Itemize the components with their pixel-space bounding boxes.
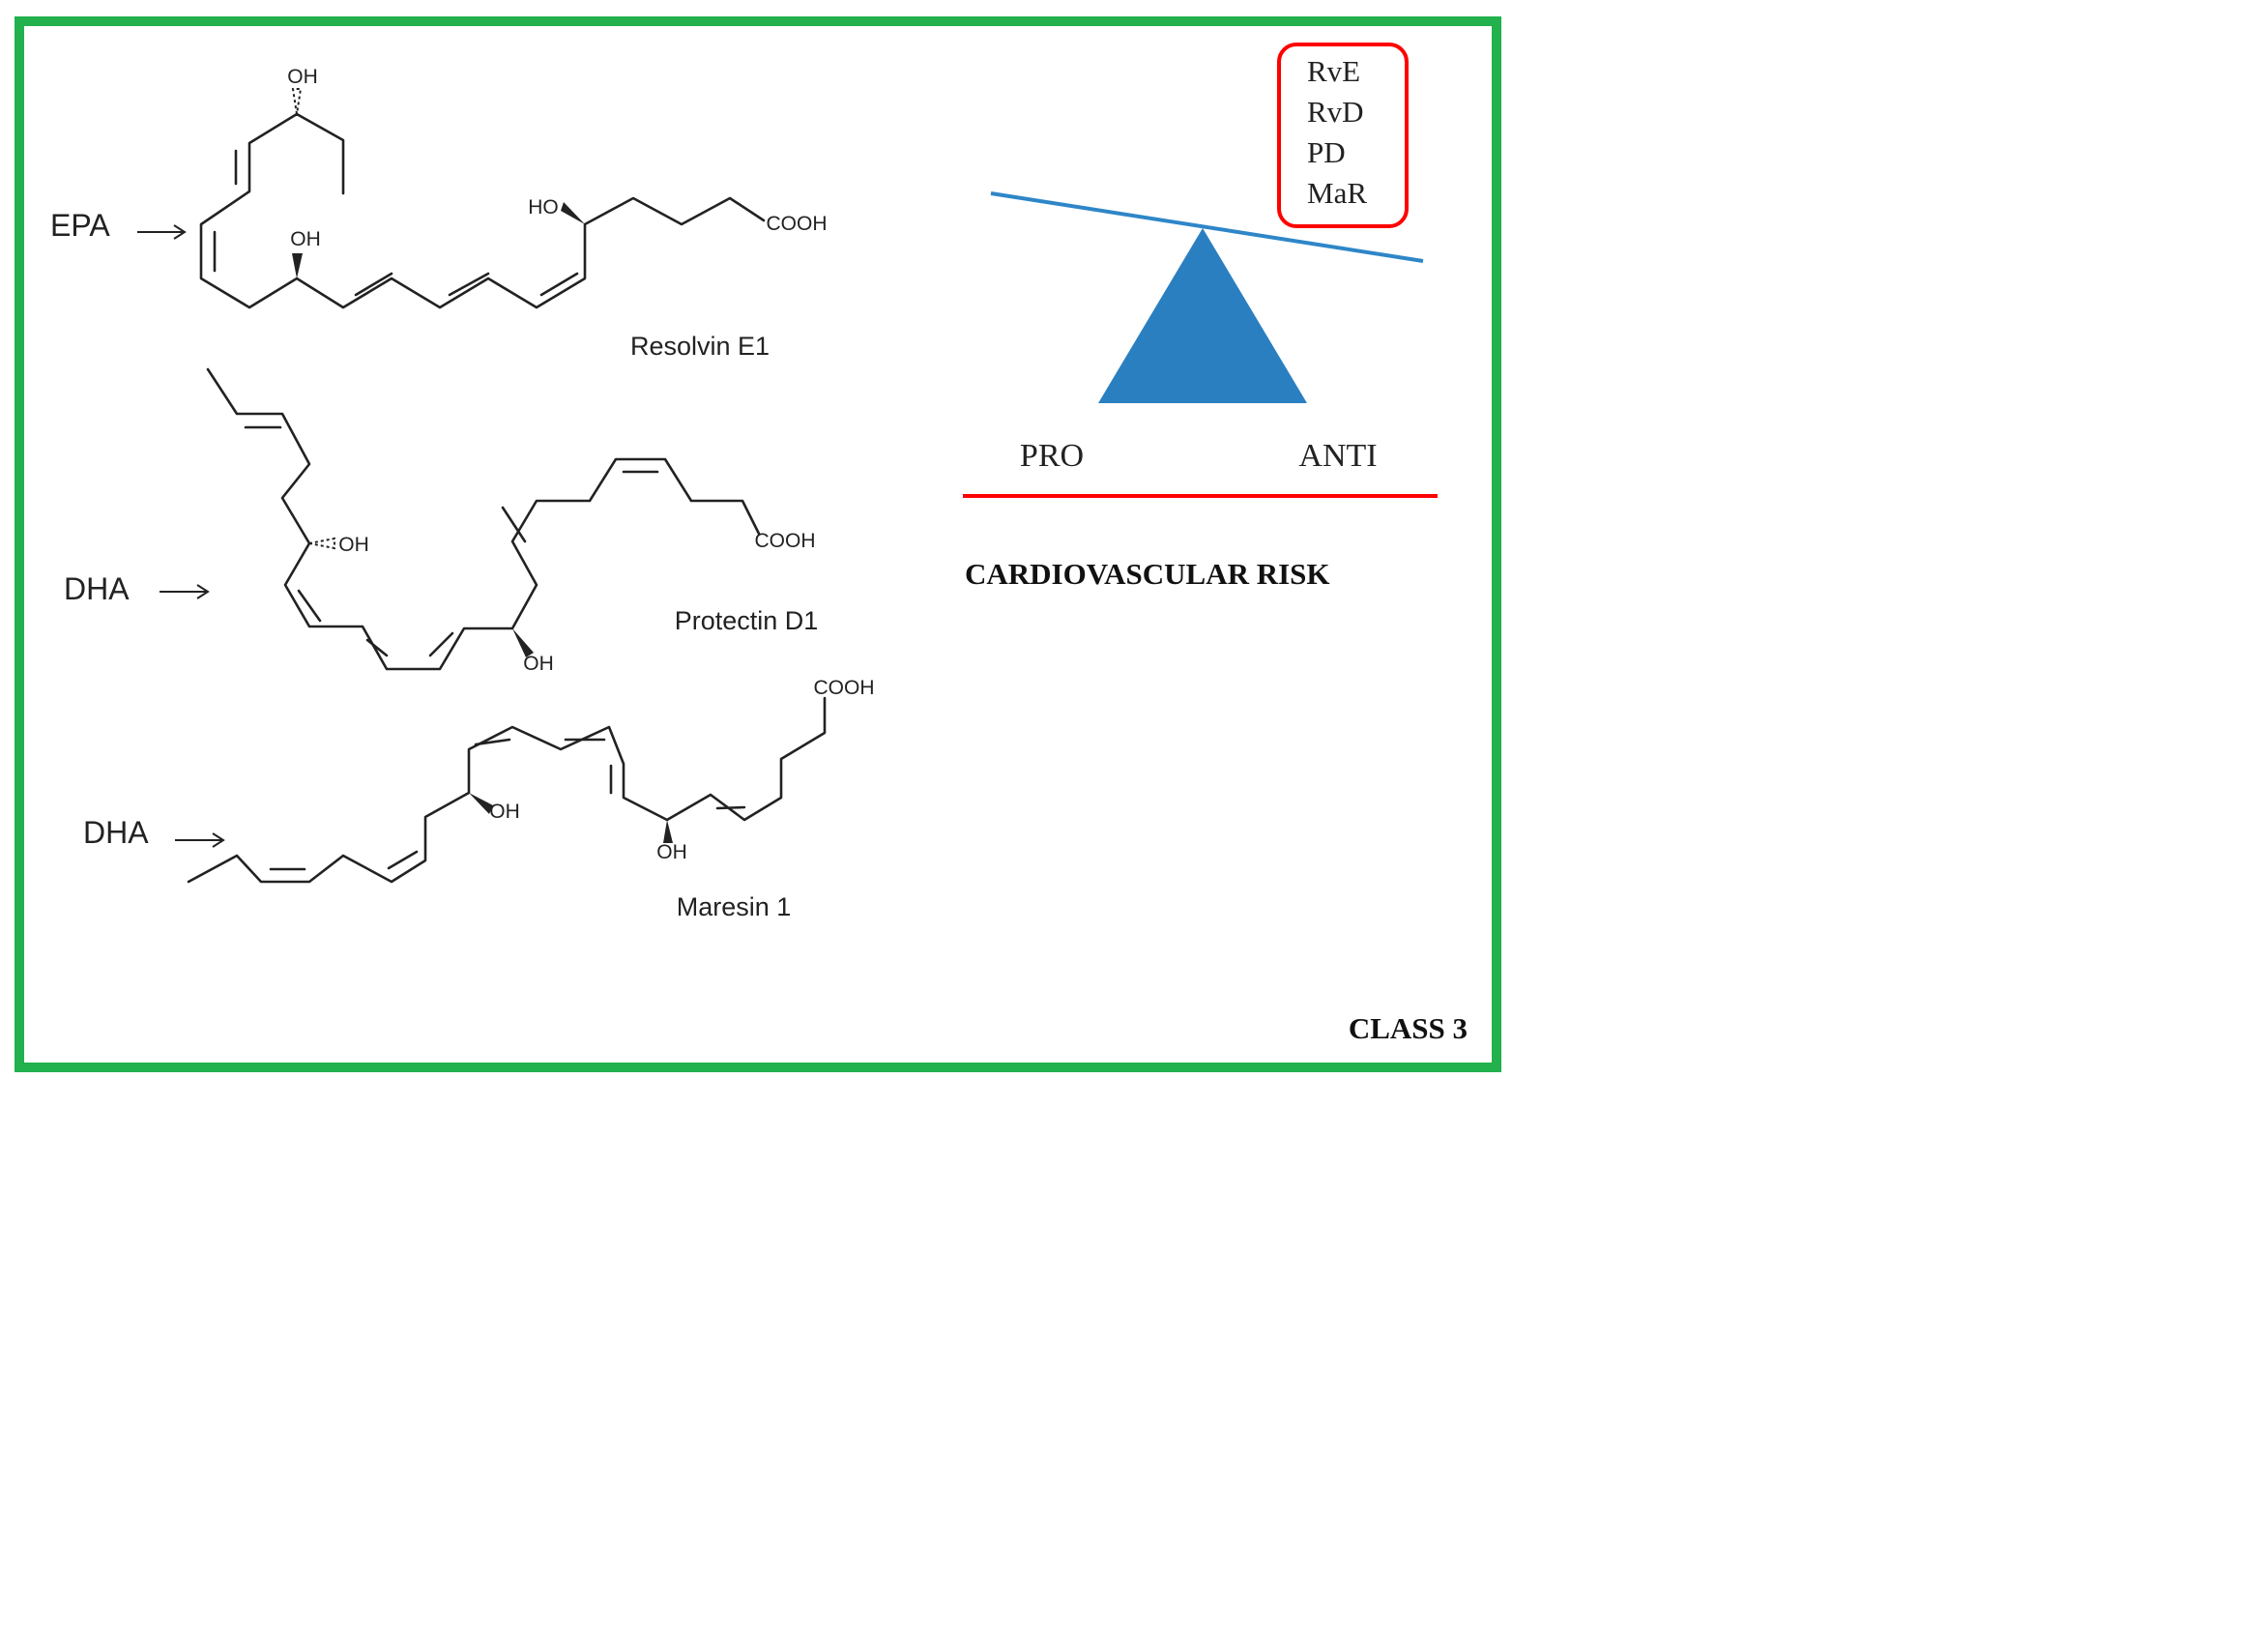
dha-arrow-icon: [160, 584, 210, 599]
maresin-1-double-bond: [387, 850, 419, 870]
maresin-1-double-bond: [715, 805, 746, 810]
resolvin-e1-double-bond: [539, 272, 579, 297]
protectin-d1-wedge-bond: [512, 628, 534, 657]
protectin-d1-double-bond: [501, 506, 527, 543]
resolvin-e1-oh-label: OH: [290, 228, 321, 250]
resolvin-e1-double-bond: [354, 272, 393, 297]
figure-canvas: OH OH HO COOH Resolvin E1 EPA OH OH COOH…: [15, 16, 1501, 1072]
mediator-rvd: RvD: [1307, 95, 1364, 129]
balance-beam: [990, 191, 1424, 263]
resolvin-e1-cooh-label: COOH: [767, 213, 828, 235]
resolvin-e1-oh-label: OH: [287, 66, 318, 88]
frame-border: [15, 16, 1501, 1072]
mediators-box: RvE RvD PD MaR: [1277, 43, 1409, 228]
maresin-1-oh-label: OH: [656, 841, 687, 863]
protectin-d1-oh-label: OH: [338, 534, 369, 556]
maresin-1-chain: [187, 696, 827, 884]
dha-label-protectin: DHA: [64, 571, 130, 606]
anti-label: ANTI: [1298, 438, 1377, 474]
figure-container: OH OH HO COOH Resolvin E1 EPA OH OH COOH…: [0, 0, 1516, 1089]
dha-arrow-icon: [175, 832, 225, 848]
maresin-1-wedge-bond: [469, 793, 493, 814]
cardiovascular-risk-caption: CARDIOVASCULAR RISK: [965, 557, 1330, 591]
resolvin-e1-wedge-bond: [561, 202, 585, 224]
resolvin-e1-name: Resolvin E1: [630, 332, 770, 361]
balance-fulcrum: [1098, 228, 1307, 403]
maresin-1-name: Maresin 1: [677, 892, 792, 921]
protectin-d1-cooh-label: COOH: [755, 530, 816, 552]
protectin-d1-hash-bond: [308, 537, 335, 550]
protectin-d1-oh-label: OH: [523, 653, 554, 675]
pro-label: PRO: [1020, 438, 1084, 474]
epa-label: EPA: [50, 208, 110, 243]
mediator-rve: RvE: [1307, 54, 1360, 88]
dha-label-maresin: DHA: [83, 815, 149, 850]
mediator-pd: PD: [1307, 135, 1346, 169]
maresin-1-wedge-bond: [663, 820, 673, 843]
maresin-1-double-bond: [474, 738, 511, 746]
mediator-mar: MaR: [1307, 176, 1367, 210]
protectin-d1-chain: [206, 367, 761, 671]
protectin-d1-double-bond: [365, 638, 389, 657]
protectin-d1-double-bond: [297, 589, 322, 623]
resolvin-e1-structure: OH OH HO COOH Resolvin E1: [199, 66, 828, 361]
protectin-d1-double-bond: [428, 631, 454, 657]
resolvin-e1-double-bond: [448, 272, 490, 297]
mediators-box-border: [1277, 43, 1409, 228]
resolvin-e1-chain: [199, 112, 766, 309]
class-label: CLASS 3: [1349, 1011, 1468, 1045]
resolvin-e1-ho-label: HO: [528, 196, 559, 219]
resolvin-e1-hash-bond: [291, 88, 303, 115]
resolvin-e1-wedge-bond: [292, 253, 303, 278]
protectin-d1-name: Protectin D1: [675, 606, 819, 635]
maresin-1-cooh-label: COOH: [814, 677, 875, 699]
maresin-1-oh-label: OH: [489, 801, 520, 823]
protectin-d1-structure: OH OH COOH Protectin D1: [206, 367, 819, 675]
maresin-1-structure: OH OH COOH Maresin 1: [187, 677, 875, 921]
epa-arrow-icon: [137, 224, 187, 240]
